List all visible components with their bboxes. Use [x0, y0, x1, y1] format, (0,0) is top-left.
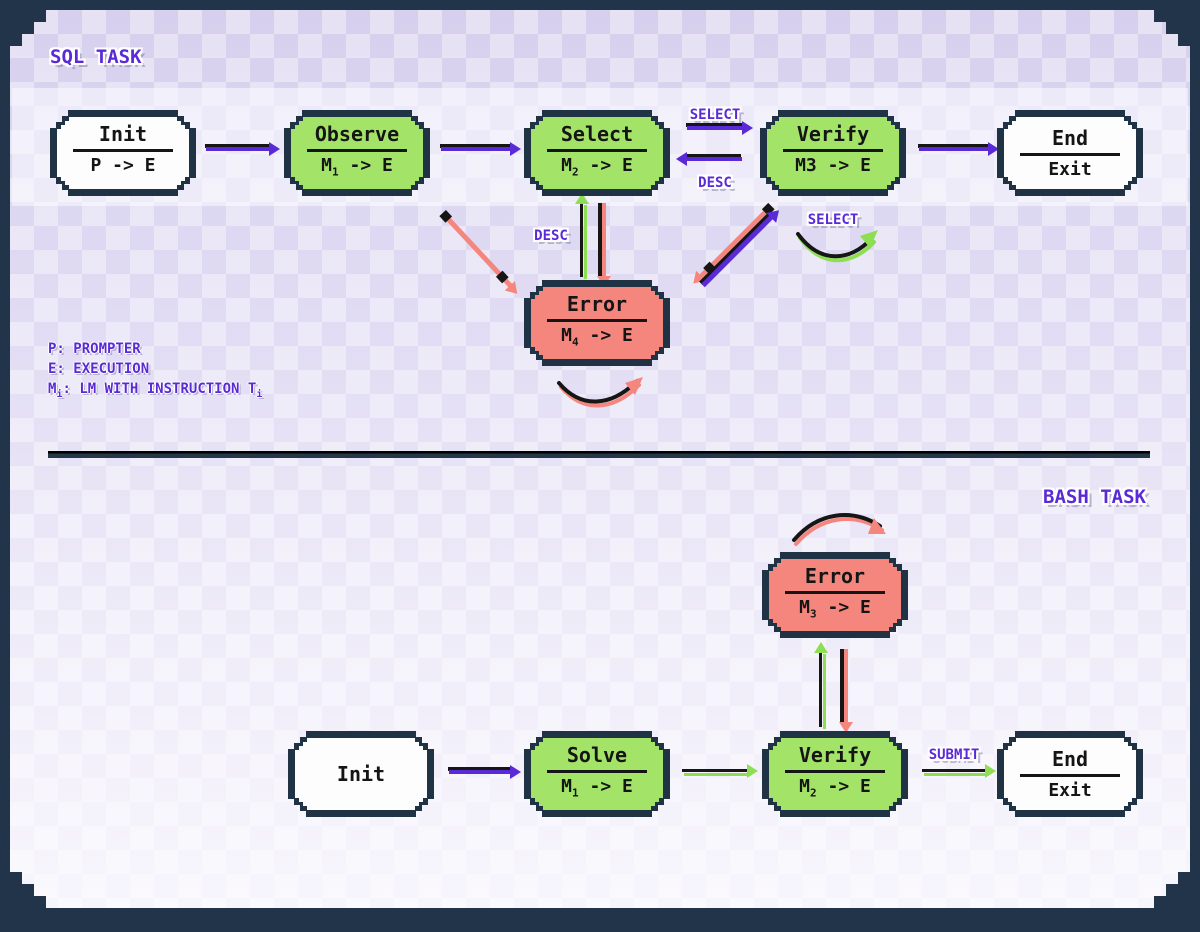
node-sql-observe-body: Observe M1 -> E [291, 117, 423, 189]
node-divider [307, 149, 407, 152]
section-divider [48, 451, 1150, 458]
node-sql-init-body: Init P -> E [57, 117, 189, 189]
node-sql-error: Error M4 -> E [524, 280, 670, 366]
arrowhead-icon [575, 193, 589, 204]
node-sql-error-body: Error M4 -> E [531, 287, 663, 359]
arrowhead-icon [510, 142, 521, 156]
self-loop-bash-error [792, 513, 886, 546]
arrowhead-icon [625, 377, 643, 395]
arrowhead-icon [742, 121, 753, 135]
label-desc-back: DESC [698, 175, 732, 191]
arrow-bash-error-to-verify [839, 649, 853, 733]
arrowhead-icon [860, 230, 878, 248]
node-divider [1020, 774, 1120, 777]
legend-line-prompter: P: PROMPTER [48, 341, 141, 357]
node-bash-verify-body: Verify M2 -> E [769, 738, 901, 810]
node-sql-select: Select M2 -> E [524, 110, 670, 196]
legend-line-lm: Mi: LM WITH INSTRUCTION Ti [48, 381, 263, 400]
node-divider [547, 770, 647, 773]
node-bash-end-body: End Exit [1004, 738, 1136, 810]
arrow-bash-verify-to-end [922, 764, 996, 778]
node-sql-init: Init P -> E [50, 110, 196, 196]
node-bash-init-body: Init [295, 738, 427, 810]
node-divider [547, 149, 647, 152]
arrow-bash-init-to-solve [449, 765, 521, 779]
node-sql-verify-body: Verify M3 -> E [767, 117, 899, 189]
node-divider [783, 149, 883, 152]
arrowhead-icon [868, 518, 886, 534]
arrow-sql-verify-to-select [676, 152, 742, 166]
bash-section-title: BASH TASK [1043, 486, 1146, 508]
arrowhead-icon [269, 142, 280, 156]
label-submit: SUBMIT [928, 747, 980, 763]
self-loop-sql-error [557, 377, 643, 408]
node-sql-verify: Verify M3 -> E [760, 110, 906, 196]
arrow-sql-init-to-observe [206, 142, 280, 156]
arrowhead-icon [510, 765, 521, 779]
node-sql-select-body: Select M2 -> E [531, 117, 663, 189]
arrow-sql-select-to-verify [687, 121, 753, 135]
sql-section-title: SQL TASK [50, 46, 142, 68]
arrowhead-icon [839, 722, 853, 733]
legend: P: PROMPTER E: EXECUTION Mi: LM WITH INS… [48, 339, 262, 405]
node-sql-end-body: End Exit [1004, 117, 1136, 189]
node-bash-error: Error M3 -> E [762, 552, 908, 638]
node-bash-end: End Exit [997, 731, 1143, 817]
self-loop-sql-verify [796, 230, 878, 263]
arrowhead-icon [747, 764, 758, 778]
arrowhead-icon [676, 152, 687, 166]
node-divider [73, 149, 173, 152]
arrowhead-icon [985, 764, 996, 778]
arrow-bash-verify-to-error [814, 642, 828, 727]
label-select-loop: SELECT [807, 212, 859, 228]
node-bash-verify: Verify M2 -> E [762, 731, 908, 817]
arrow-sql-select-to-error [597, 203, 611, 287]
node-divider [785, 770, 885, 773]
arrow-sql-observe-to-select [441, 142, 521, 156]
node-divider [547, 319, 647, 322]
node-bash-solve-body: Solve M1 -> E [531, 738, 663, 810]
arrowhead-icon [988, 142, 999, 156]
node-bash-init: Init [288, 731, 434, 817]
node-divider [785, 591, 885, 594]
node-bash-solve: Solve M1 -> E [524, 731, 670, 817]
label-select-top: SELECT [689, 107, 741, 123]
arrow-bash-solve-to-verify [682, 764, 758, 778]
arrow-sql-verify-to-end [919, 142, 999, 156]
label-desc-up: DESC [534, 228, 568, 244]
node-sql-end: End Exit [997, 110, 1143, 196]
node-bash-error-body: Error M3 -> E [769, 559, 901, 631]
node-divider [1020, 153, 1120, 156]
node-sql-observe: Observe M1 -> E [284, 110, 430, 196]
legend-line-execution: E: EXECUTION [48, 361, 150, 377]
arrow-sql-error-to-select [575, 193, 589, 277]
arrowhead-icon [814, 642, 828, 653]
